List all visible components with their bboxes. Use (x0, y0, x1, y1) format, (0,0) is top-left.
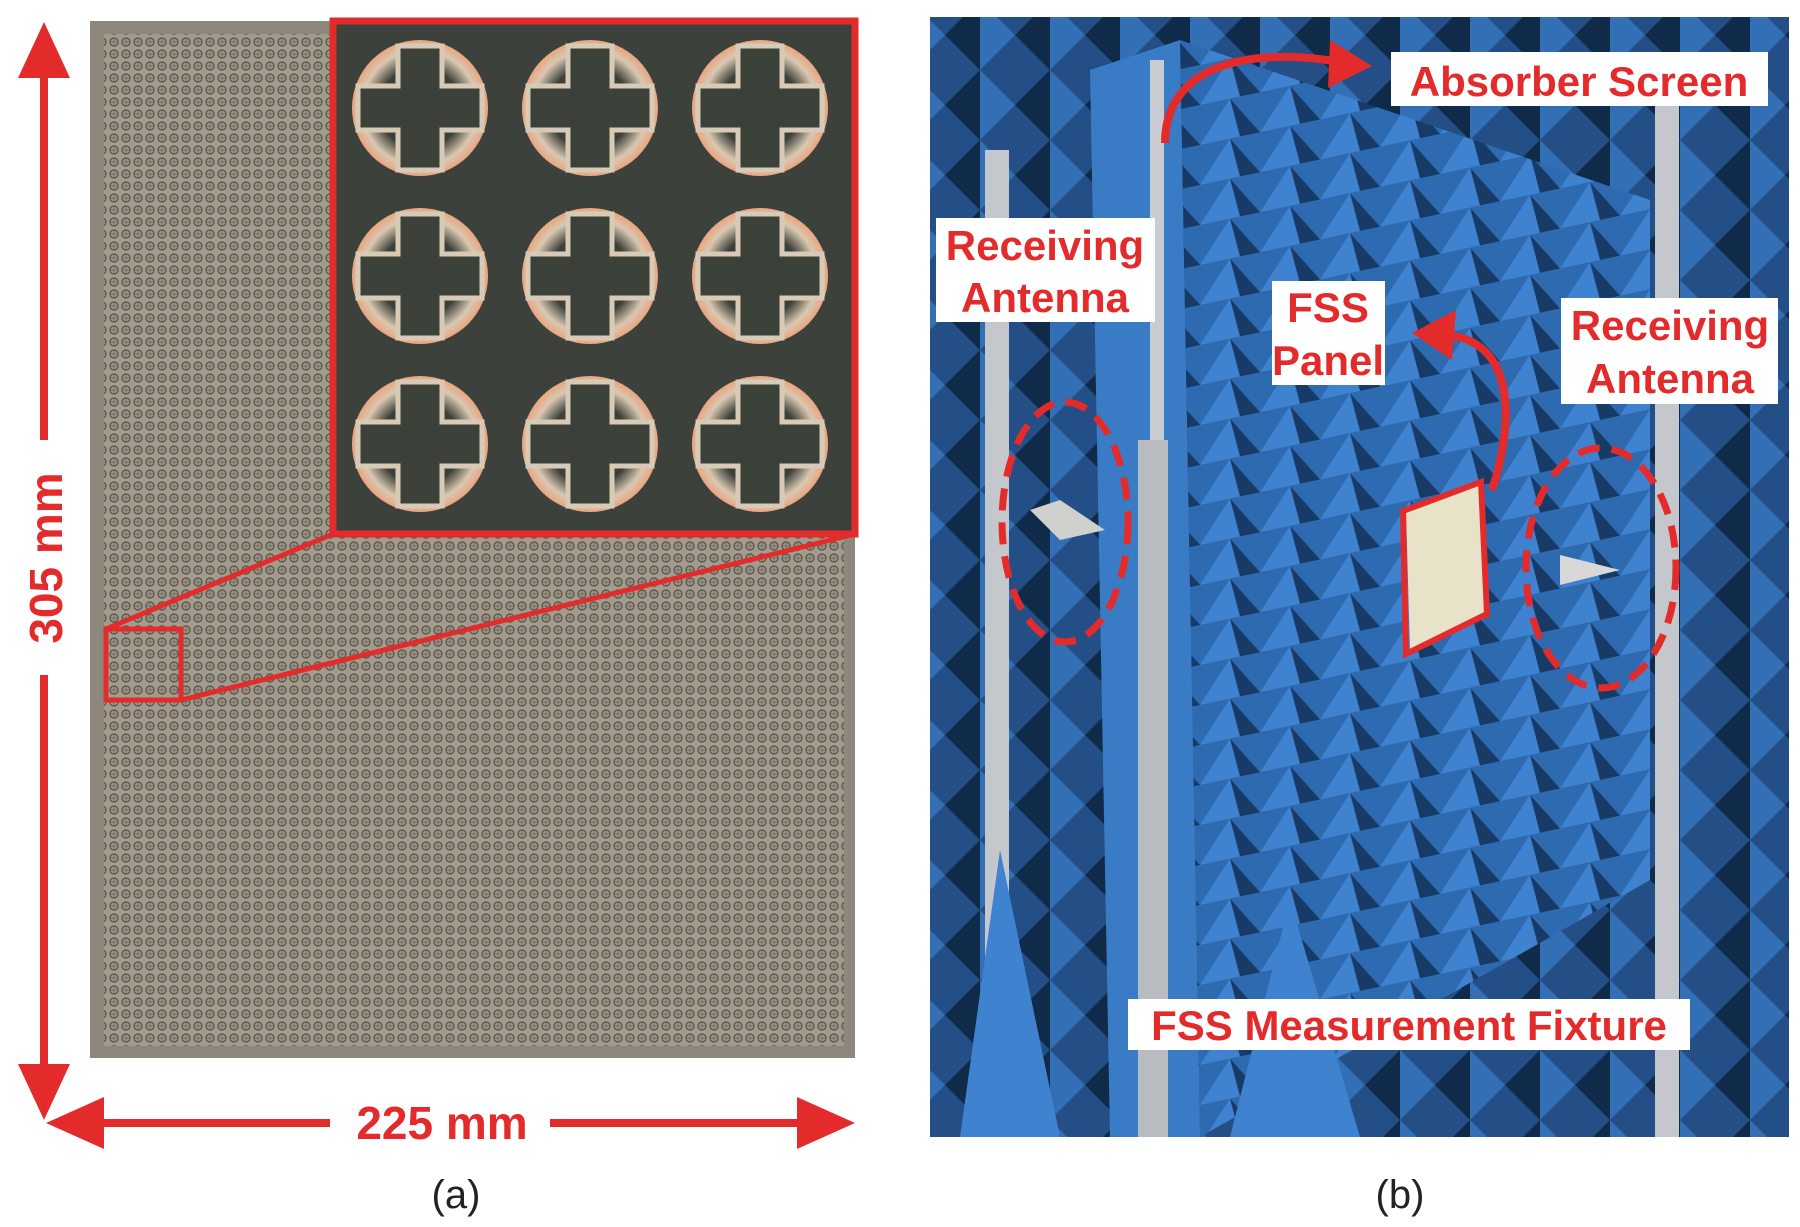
fss-unit-cell (352, 208, 488, 344)
zoom-indicator (103, 531, 856, 703)
svg-text:Receiving: Receiving (1571, 302, 1769, 349)
height-dimension-arrow (18, 22, 70, 1120)
width-dimension-arrow (46, 1097, 855, 1149)
fss-panel-arrow (1412, 310, 1510, 492)
svg-text:Panel: Panel (1272, 337, 1384, 384)
svg-text:Receiving: Receiving (946, 222, 1144, 269)
absorber-arrow (1161, 40, 1372, 144)
svg-text:Absorber Screen: Absorber Screen (1410, 58, 1748, 105)
fss-unit-cell (692, 376, 828, 512)
antenna-highlight-left (998, 398, 1132, 646)
fss-panel-outline (1399, 477, 1491, 659)
fss-unit-cell (522, 376, 658, 512)
fss-unit-cell (522, 208, 658, 344)
label-fss-measurement-fixture: FSS Measurement Fixture (1128, 999, 1690, 1050)
antenna-highlight-right (1522, 444, 1680, 692)
fss-unit-cell (522, 40, 658, 176)
label-receiving-antenna-left: Receiving Antenna (936, 218, 1155, 322)
svg-text:FSS: FSS (1287, 284, 1369, 331)
fss-unit-cell (692, 40, 828, 176)
width-label: 225 mm (356, 1097, 527, 1149)
fss-unit-cell-inset (329, 17, 859, 538)
fss-unit-cell (352, 376, 488, 512)
svg-text:FSS Measurement Fixture: FSS Measurement Fixture (1151, 1002, 1667, 1049)
height-label: 305 mm (20, 472, 72, 643)
label-absorber-screen: Absorber Screen (1391, 52, 1768, 106)
caption-a: (a) (432, 1173, 481, 1217)
anechoic-chamber-photo (930, 17, 1789, 1137)
svg-text:Antenna: Antenna (1586, 355, 1755, 402)
svg-text:Antenna: Antenna (961, 274, 1130, 321)
caption-b: (b) (1376, 1173, 1425, 1217)
label-receiving-antenna-right: Receiving Antenna (1561, 298, 1778, 404)
fss-unit-cell (352, 40, 488, 176)
fss-unit-cell (692, 208, 828, 344)
label-fss-panel: FSS Panel (1272, 281, 1385, 385)
